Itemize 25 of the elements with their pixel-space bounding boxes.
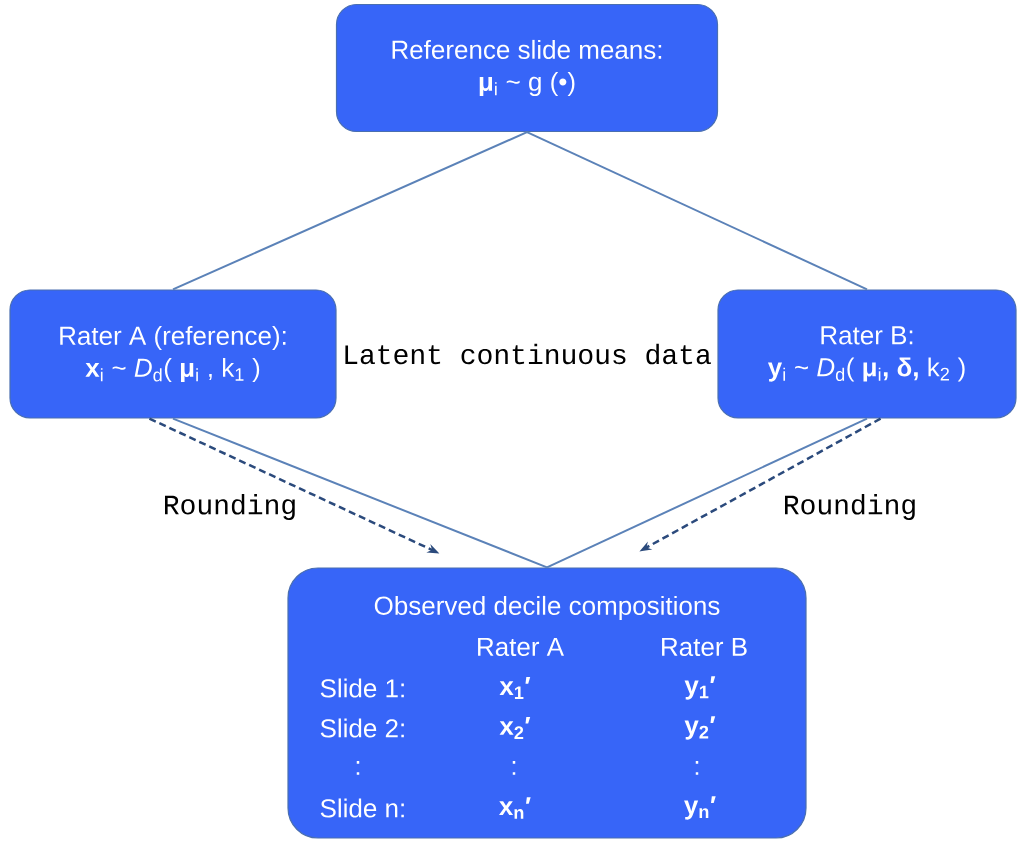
table-cell: : — [695, 761, 699, 775]
connector-line — [172, 131, 528, 291]
process-box: Reference slide means: μ$_{i}$ ~ g (•) — [335, 3, 719, 133]
table-cell: x$_{2}$′ — [499, 717, 531, 739]
table-cell: y$_{n}$′ — [684, 796, 716, 820]
table-cell: : — [356, 761, 360, 775]
connector-line — [526, 131, 868, 291]
table-cell: x$_{n}$′ — [499, 797, 531, 819]
process-box: Rater A (reference): x$_{i}$ ~ D$_{d}$( μ$_{i}$ , k$_{1}$ ) — [9, 289, 337, 419]
table-box: Observed decile compositions Rater A Rater B Slide 1: x$_{1}$′ y$_{1}$′ Slide 2: x$_{2}$′ y$_{2}$′ : : : Slide n: x$_{n}$′ y$_{n}$′ — [287, 567, 807, 839]
connector-line — [546, 417, 868, 569]
table-cell: Slide 2: — [320, 718, 404, 738]
table-cell: Rater A — [478, 637, 564, 657]
table-cell: Slide n: — [320, 798, 404, 818]
table-cell: y$_{2}$′ — [684, 716, 716, 740]
edge-label: Rounding — [161, 492, 299, 522]
connector-line — [172, 417, 548, 569]
process-box: Rater B: y$_{i}$ ~ D$_{d}$( μ$_{i}$, δ, k$_{2}$ ) — [717, 289, 1017, 419]
table-cell: Slide 1: — [320, 678, 404, 698]
table-cell: x$_{1}$′ — [499, 677, 531, 699]
diagram-label: Latent continuous data — [345, 343, 711, 365]
table-cell: Rater B — [662, 637, 747, 657]
table-cell: y$_{1}$′ — [684, 676, 716, 700]
edge-label: Rounding — [781, 492, 919, 522]
table-cell: : — [512, 761, 516, 775]
